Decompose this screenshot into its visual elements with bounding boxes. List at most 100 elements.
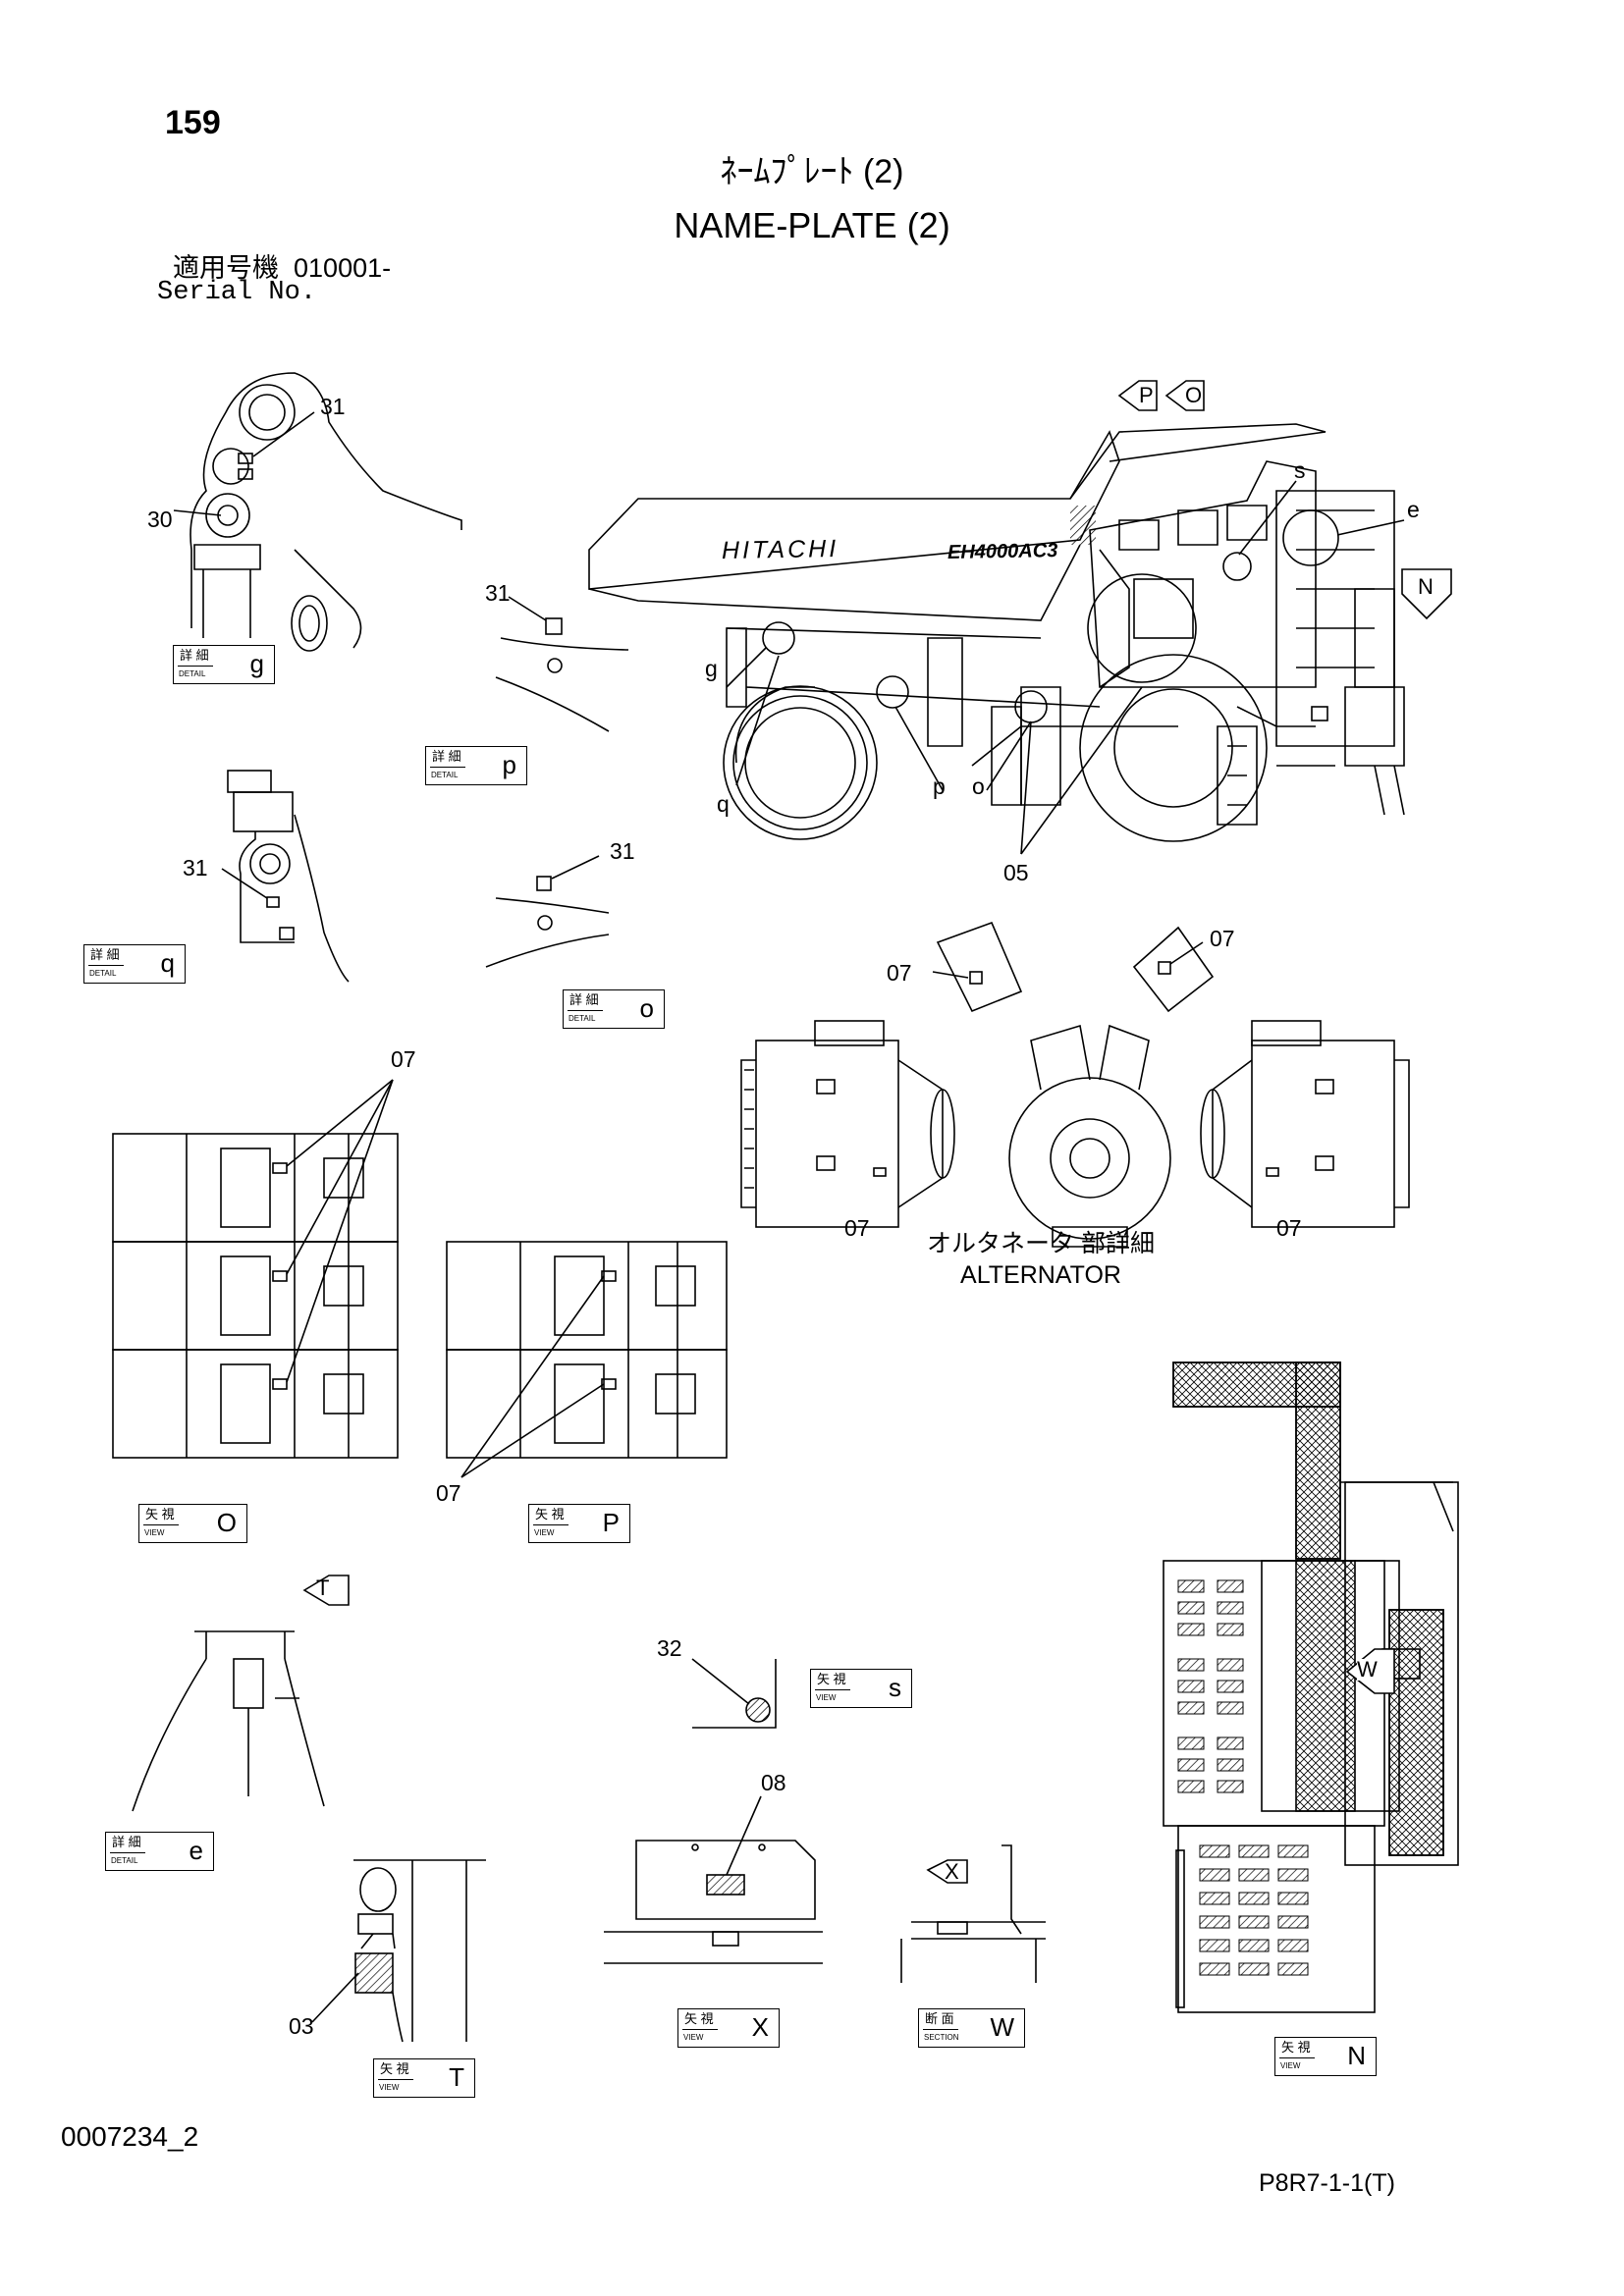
label-en: DETAIL [111,1856,138,1865]
label-letter: X [751,2012,769,2042]
callout-07-view-o: 07 [391,1046,416,1072]
label-detail-o: 詳 細 DETAIL o [563,989,665,1029]
label-view-s: 矢 視 VIEW s [810,1669,912,1708]
view-s-drawing [691,1658,777,1729]
detail-e-drawing [311,1859,486,2043]
truck-brand-text: HITACHI [721,534,839,565]
label-jp: 詳 細 [180,648,209,663]
label-en: VIEW [379,2083,400,2092]
marker-p: p [933,774,946,799]
arrow-letter-w: W [1357,1657,1378,1682]
label-view-t: 矢 視 VIEW T [373,2058,475,2098]
label-letter: O [216,1508,237,1537]
label-letter: W [990,2012,1014,2042]
title-english: NAME-PLATE (2) [674,205,950,245]
serial-label-english: Serial No. [157,278,317,307]
arrow-letter-o: O [1185,383,1203,407]
label-jp: 矢 視 [817,1672,846,1686]
label-jp: 矢 視 [684,2011,714,2026]
label-en: SECTION [924,2033,959,2042]
callout-07-view-p: 07 [436,1480,461,1506]
alternator-caption-jp: オルタネータ 部詳細 [927,1230,1155,1257]
serial-label-jp: 適用号機 [173,253,279,283]
label-en: VIEW [816,1693,837,1702]
truck-side-view [588,423,1405,855]
label-letter: g [249,649,264,678]
label-detail-e: 詳 細 DETAIL e [105,1832,214,1871]
marker-q: q [717,791,730,817]
label-letter: e [189,1836,203,1865]
view-n-vents [1177,1579,1309,1976]
label-en: VIEW [144,1528,165,1537]
arrow-letter-n: N [1418,574,1434,599]
truck-model-text: EH4000AC3 [947,540,1058,563]
label-jp: 詳 細 [112,1835,141,1849]
detail-o-drawing [485,855,610,968]
callout-07-alt-c: 07 [844,1215,870,1241]
title-japanese: ﾈｰﾑﾌﾟﾚｰﾄ (2) [720,153,904,190]
marker-e: e [1407,497,1420,522]
marker-s: s [1294,457,1306,483]
page-reference: P8R7-1-1(T) [1259,2169,1395,2197]
label-view-x: 矢 視 VIEW X [677,2008,780,2048]
label-en: VIEW [1280,2061,1301,2070]
label-jp: 詳 細 [432,749,461,764]
label-detail-p: 詳 細 DETAIL p [425,746,527,785]
label-jp: 矢 視 [380,2061,409,2076]
alternator-caption-en: ALTERNATOR [960,1261,1121,1289]
view-arrows-top [1117,380,1452,620]
detail-g-drawing [173,372,462,652]
callout-07-alt-b: 07 [1210,926,1235,951]
label-detail-g: 詳 細 DETAIL g [173,645,275,684]
arrow-letter-p: P [1139,383,1154,407]
callout-08: 08 [761,1770,786,1795]
label-view-o: 矢 視 VIEW O [138,1504,247,1543]
arrow-letter-x: X [945,1859,959,1884]
label-letter: o [639,993,654,1023]
document-id: 0007234_2 [61,2121,199,2152]
arrow-letter-t: T [316,1575,330,1600]
serial-line-japanese: 適用号機 010001- [173,255,391,282]
label-jp: 詳 細 [90,947,120,962]
label-letter: N [1347,2041,1366,2070]
callout-31-detail-q: 31 [183,855,208,881]
view-t-drawing [132,1575,350,1812]
callout-07-alt-d: 07 [1276,1215,1302,1241]
label-en: DETAIL [568,1014,596,1023]
label-en: DETAIL [431,771,459,779]
label-letter: p [502,750,516,779]
label-letter: s [889,1673,901,1702]
label-letter: T [449,2062,464,2092]
view-x-drawing [604,1795,823,1964]
label-view-p: 矢 視 VIEW P [528,1504,630,1543]
detail-p-drawing [495,596,629,732]
label-jp: 矢 視 [535,1507,565,1522]
label-jp: 詳 細 [569,992,599,1007]
label-en: DETAIL [179,669,206,678]
label-view-n: 矢 視 VIEW N [1274,2037,1377,2076]
detail-q-drawing [221,770,350,983]
callout-31-detail-p: 31 [485,580,511,606]
callout-05: 05 [1003,860,1029,885]
label-detail-q: 詳 細 DETAIL q [83,944,186,984]
label-jp: 矢 視 [145,1507,175,1522]
label-en: VIEW [534,1528,555,1537]
label-en: VIEW [683,2033,704,2042]
callout-30-detail-g: 30 [147,507,173,532]
marker-o: o [972,774,985,799]
label-en: DETAIL [89,969,117,978]
callout-32: 32 [657,1635,682,1661]
label-jp: 矢 視 [1281,2040,1311,2055]
label-letter: q [160,948,175,978]
alternator-views [740,921,1410,1248]
view-o-drawing [112,1079,399,1459]
page-number: 159 [165,104,221,141]
label-letter: P [602,1508,620,1537]
section-w-drawing [900,1844,1046,1983]
view-n-drawing [1163,1362,1459,2013]
label-section-w: 断 面 SECTION W [918,2008,1025,2048]
serial-value: 010001- [294,253,392,283]
label-jp: 断 面 [925,2011,954,2026]
callout-07-alt-a: 07 [887,960,912,986]
